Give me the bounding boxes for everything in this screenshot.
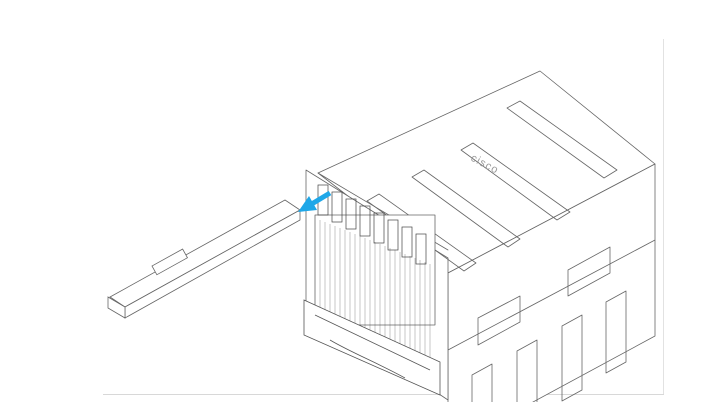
bottom-bezel (303, 299, 441, 396)
power-supply-module (107, 199, 301, 319)
frame-bottom-border (103, 394, 664, 395)
frame-right-border (663, 39, 664, 395)
psu-bays (317, 184, 427, 265)
removal-arrow-icon (298, 190, 332, 212)
